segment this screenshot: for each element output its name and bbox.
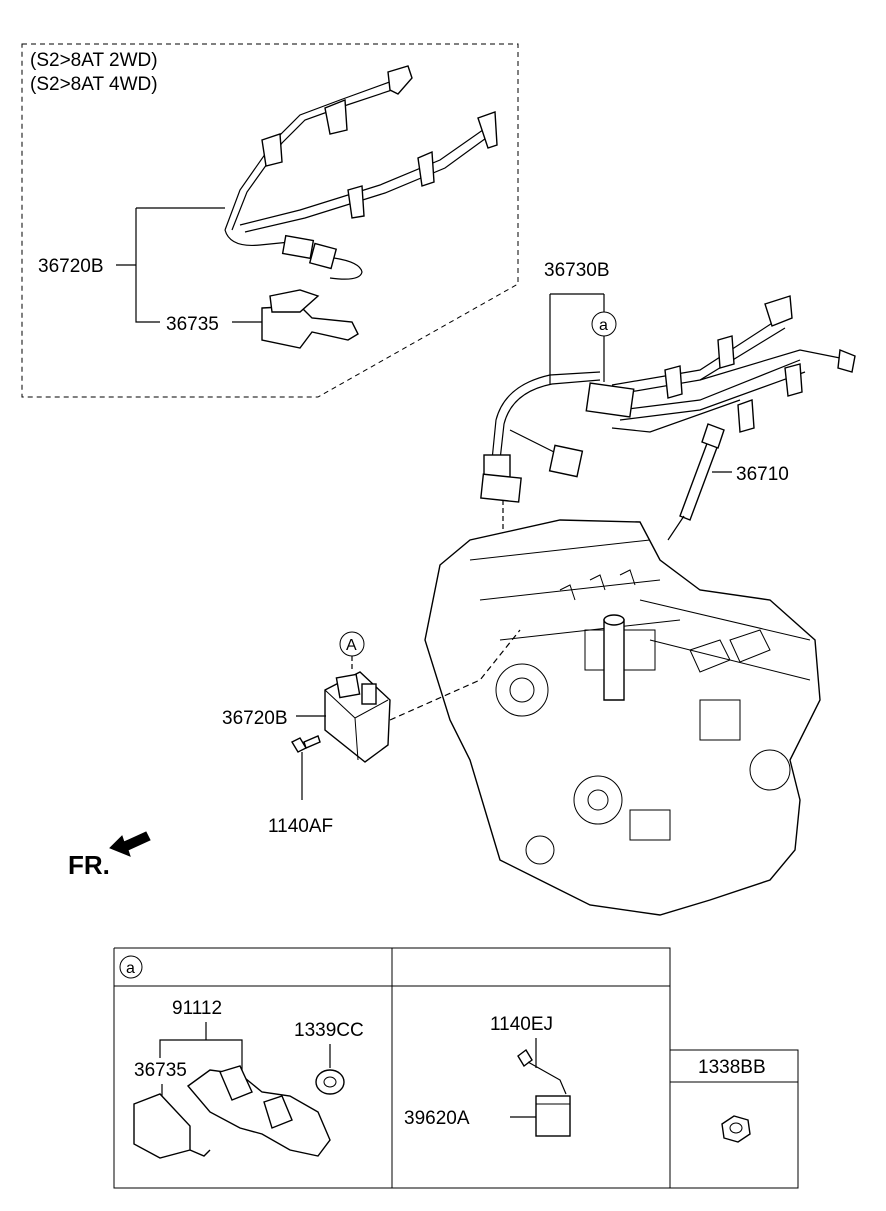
label-harness-main: 36730B xyxy=(544,260,610,281)
label-39620A: 39620A xyxy=(404,1108,470,1129)
label-bolt: 1140AF xyxy=(268,816,333,837)
harness-main: 36730B a A xyxy=(480,260,856,560)
label-controller: 36720B xyxy=(222,708,288,729)
variant-line-2: (S2>8AT 4WD) xyxy=(30,74,158,95)
marker-a-table-text: a xyxy=(126,960,135,977)
front-arrow-icon xyxy=(109,831,151,857)
variant-box: (S2>8AT 2WD) (S2>8AT 4WD) 36720B 3673 xyxy=(21,43,519,398)
label-harness-top: 36720B xyxy=(38,256,104,277)
glow-controller: A 36720B 1140AF xyxy=(222,629,521,837)
label-front: FR. xyxy=(68,850,110,880)
front-indicator: FR. xyxy=(68,831,151,880)
label-1140EJ: 1140EJ xyxy=(490,1014,553,1035)
label-1338BB: 1338BB xyxy=(698,1057,766,1078)
detail-table: a 91112 36735 1339CC 1140EJ 39620A 1338B… xyxy=(113,947,799,1189)
engine-block xyxy=(424,519,821,916)
label-glow-plug: 36710 xyxy=(736,464,789,485)
label-1339CC: 1339CC xyxy=(294,1020,364,1041)
label-36735-detail: 36735 xyxy=(134,1060,187,1081)
label-bracket-top: 36735 xyxy=(166,314,219,335)
marker-circle-a-table xyxy=(119,955,143,979)
label-91112: 91112 xyxy=(172,998,222,1019)
variant-line-1: (S2>8AT 2WD) xyxy=(30,50,158,71)
glow-plug: 36710 xyxy=(667,423,789,541)
marker-a-upper-text: a xyxy=(599,317,608,334)
marker-A-controller-text: A xyxy=(346,637,357,654)
harness-top-drawing xyxy=(224,65,498,349)
